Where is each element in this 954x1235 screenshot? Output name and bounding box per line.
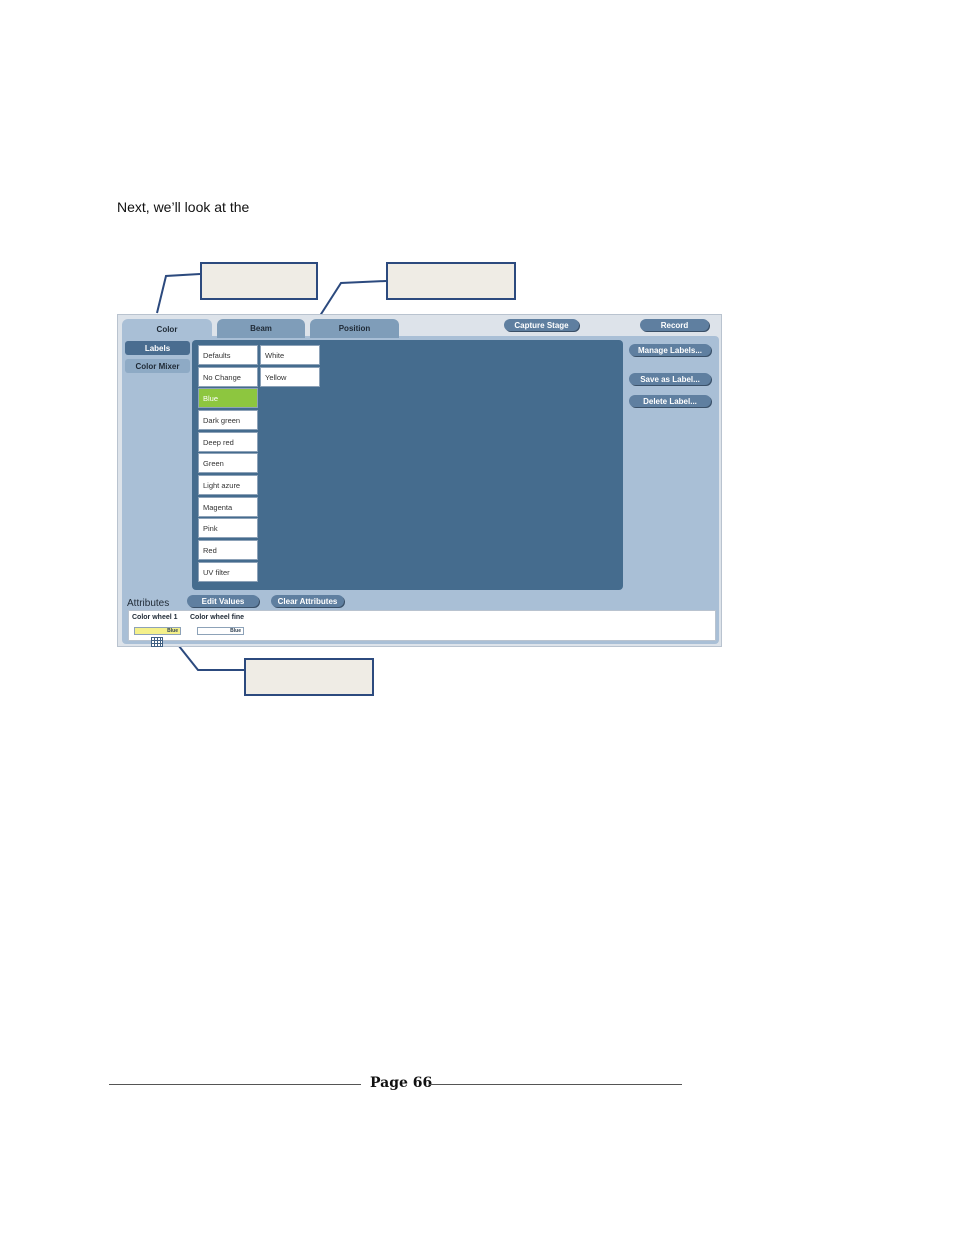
label-cell-white[interactable]: White <box>260 345 320 365</box>
edit-values-button[interactable]: Edit Values <box>187 595 259 607</box>
label-cell-uv-filter[interactable]: UV filter <box>198 562 258 582</box>
attributes-title: Attributes <box>127 598 170 609</box>
delete-label-button[interactable]: Delete Label... <box>629 395 711 407</box>
footer-rule-left <box>109 1084 361 1085</box>
callout-tabs <box>200 262 318 300</box>
callout-attributes <box>244 658 374 696</box>
attr-value-color-wheel-1[interactable]: Blue <box>134 627 181 635</box>
app-window: Color Beam Position Capture Stage Record… <box>117 314 722 647</box>
label-cell-yellow[interactable]: Yellow <box>260 367 320 387</box>
label-cell-defaults[interactable]: Defaults <box>198 345 258 365</box>
record-button[interactable]: Record <box>640 319 709 331</box>
manage-labels-button[interactable]: Manage Labels... <box>629 344 711 356</box>
callout-labels <box>386 262 516 300</box>
grid-icon[interactable] <box>151 637 163 647</box>
capture-stage-button[interactable]: Capture Stage <box>504 319 579 331</box>
page-number: Page 66 <box>370 1075 433 1091</box>
attr-label-color-wheel-1: Color wheel 1 <box>132 614 178 621</box>
label-cell-pink[interactable]: Pink <box>198 518 258 538</box>
footer-rule-right <box>429 1084 682 1085</box>
tab-beam[interactable]: Beam <box>217 319 305 338</box>
attr-value-color-wheel-fine[interactable]: Blue <box>197 627 244 635</box>
sidebar-item-labels[interactable]: Labels <box>125 341 190 355</box>
label-cell-red[interactable]: Red <box>198 540 258 560</box>
label-cell-green[interactable]: Green <box>198 453 258 473</box>
tab-position[interactable]: Position <box>310 319 399 338</box>
label-cell-no-change[interactable]: No Change <box>198 367 258 387</box>
leader-tabs <box>156 273 201 314</box>
label-cell-light-azure[interactable]: Light azure <box>198 475 258 495</box>
label-cell-blue[interactable]: Blue <box>198 388 258 408</box>
clear-attributes-button[interactable]: Clear Attributes <box>271 595 344 607</box>
save-as-label-button[interactable]: Save as Label... <box>629 373 711 385</box>
tab-color[interactable]: Color <box>122 319 212 340</box>
intro-text: Next, we’ll look at the <box>117 199 250 215</box>
label-cell-deep-red[interactable]: Deep red <box>198 432 258 452</box>
attributes-panel: Color wheel 1 Blue Color wheel fine Blue <box>128 610 716 641</box>
attr-label-color-wheel-fine: Color wheel fine <box>190 614 245 621</box>
label-cell-magenta[interactable]: Magenta <box>198 497 258 517</box>
sidebar-item-color-mixer[interactable]: Color Mixer <box>125 359 190 373</box>
label-cell-dark-green[interactable]: Dark green <box>198 410 258 430</box>
